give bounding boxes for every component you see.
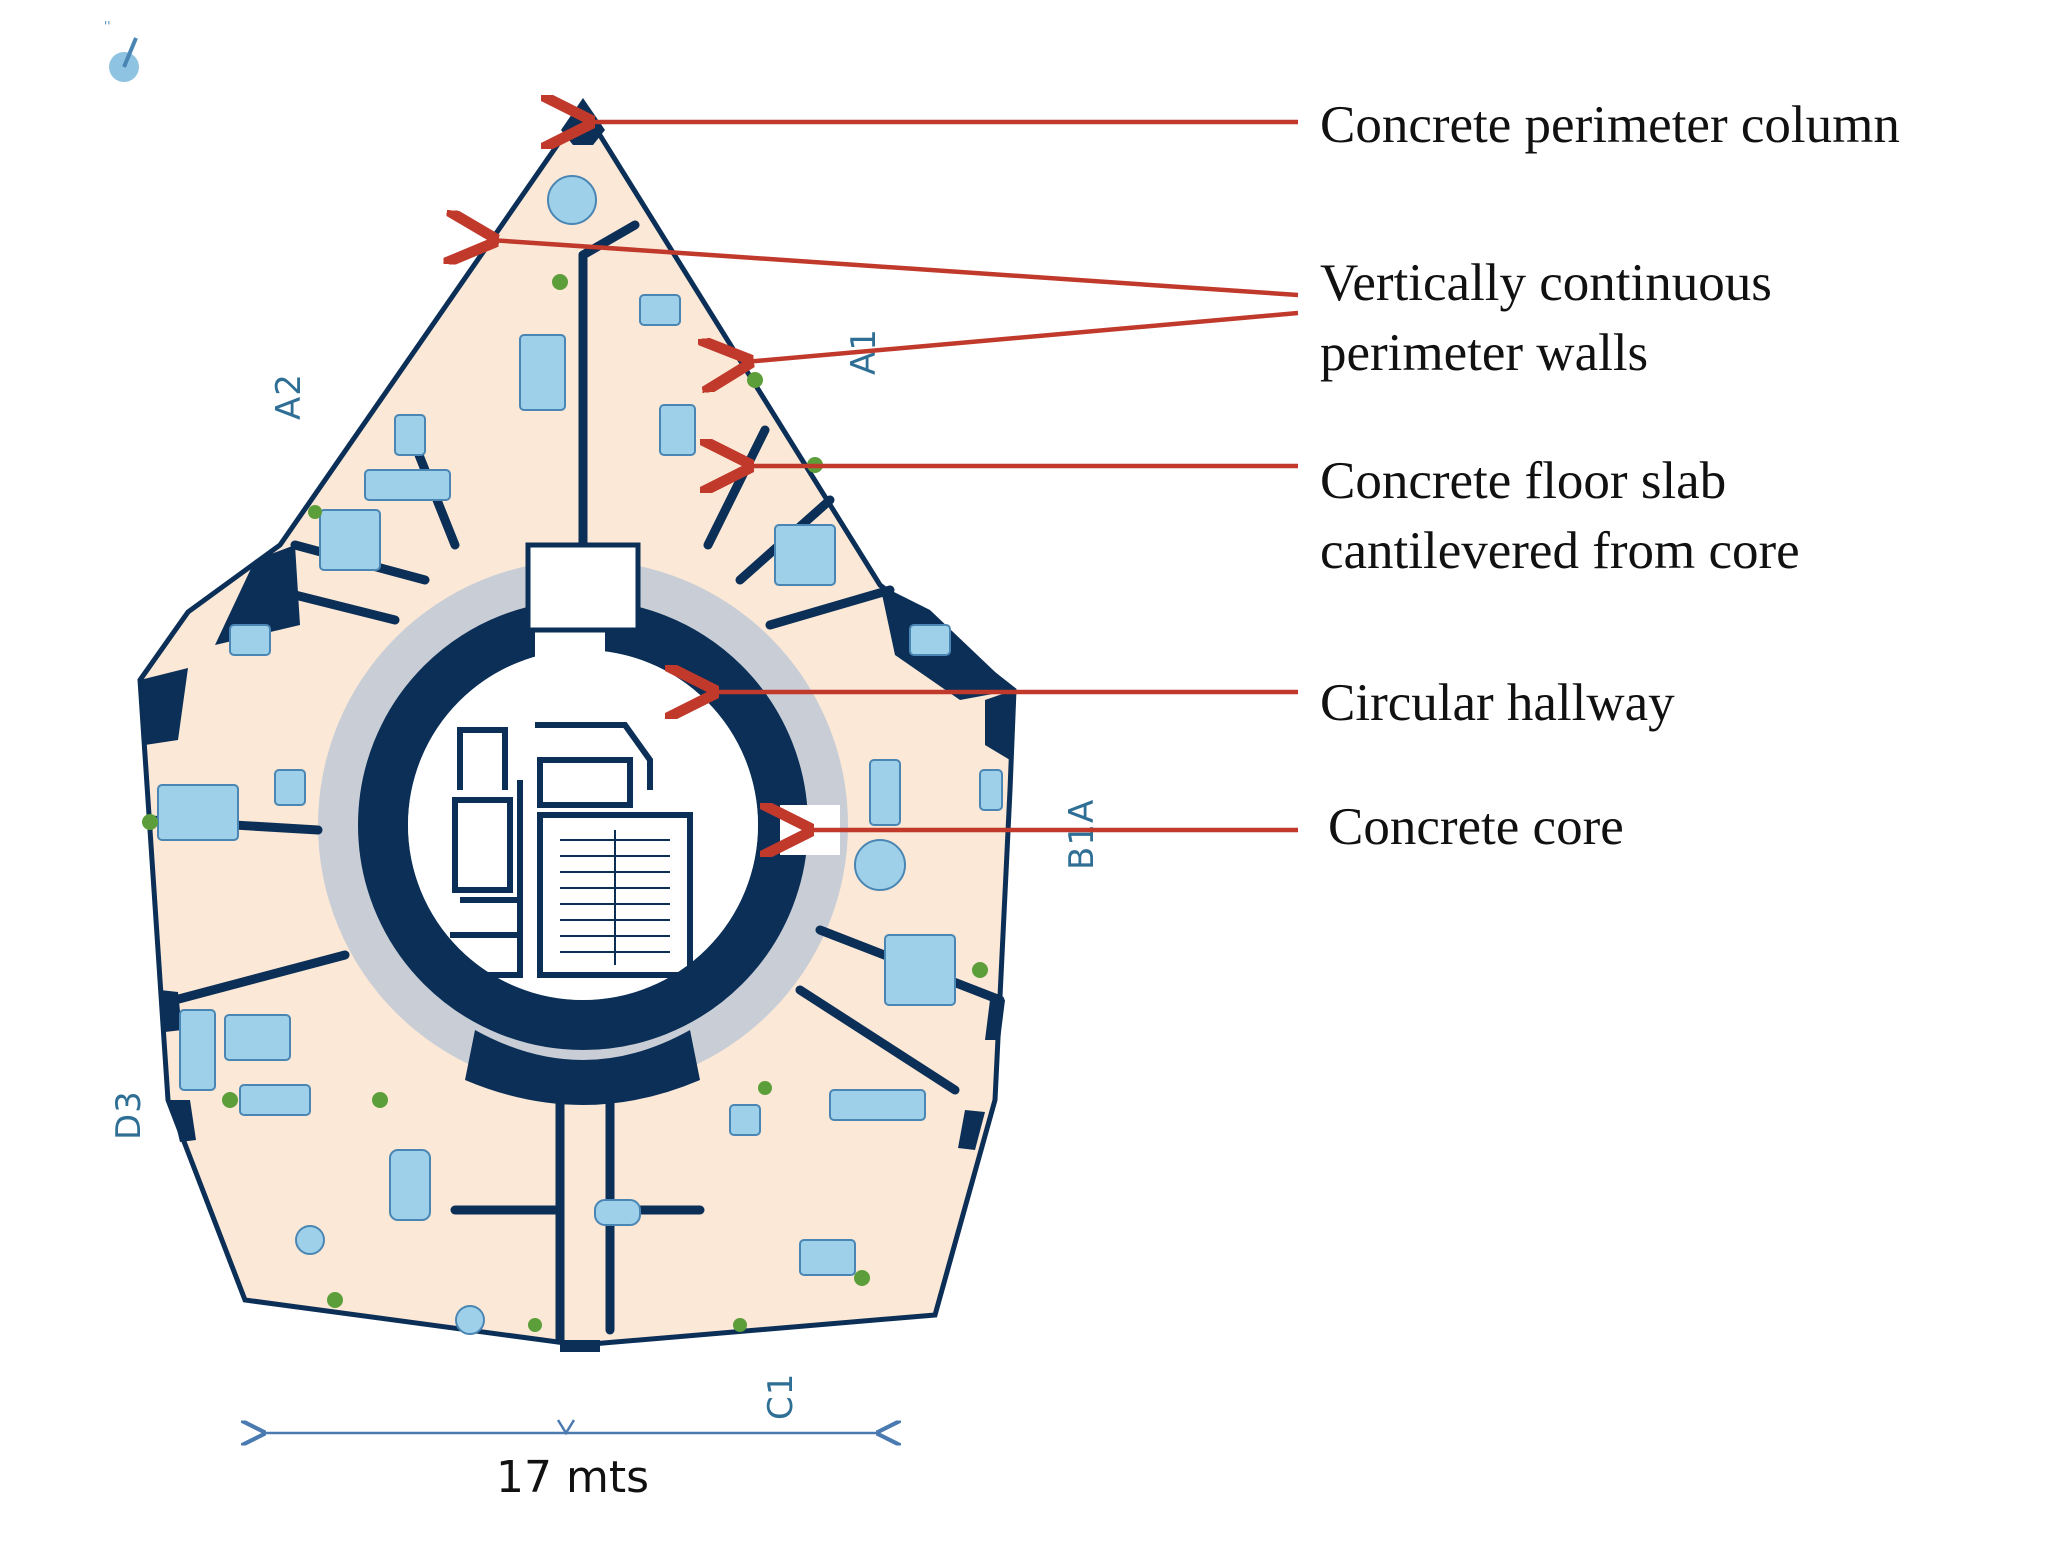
callout-floor-slab: Concrete floor slab cantilevered from co… (1320, 446, 1800, 586)
callout-concrete-core: Concrete core (1328, 792, 1624, 862)
callout-arrows (490, 122, 1299, 830)
dimension-line (262, 1419, 880, 1433)
callout-line: cantilevered from core (1320, 522, 1800, 580)
callout-perimeter-walls: Vertically continuous perimeter walls (1320, 248, 1772, 388)
stair-icon (560, 830, 670, 965)
core-internals (450, 722, 693, 978)
callout-perimeter-column: Concrete perimeter column (1320, 90, 1900, 160)
callout-circular-hallway: Circular hallway (1320, 668, 1675, 738)
callout-line: Concrete core (1328, 798, 1624, 856)
unit-label-d3: D3 (109, 1090, 149, 1140)
arrow-perimeter-wall-right (745, 310, 1299, 362)
perimeter-walls (140, 545, 1014, 1352)
dimension-label: 17 mts (496, 1452, 650, 1503)
callout-line: perimeter walls (1320, 324, 1649, 382)
unit-label-a2: A2 (269, 373, 309, 420)
unit-label-c1: C1 (761, 1373, 801, 1420)
arrow-perimeter-wall-left (490, 240, 1299, 298)
svg-text:'': '' (104, 19, 111, 33)
callout-line: Vertically continuous (1320, 254, 1772, 312)
unit-label-b1a: B1A (1062, 799, 1102, 870)
compass-icon: '' (104, 19, 139, 82)
furniture (157, 175, 1003, 1335)
callout-line: Concrete perimeter column (1320, 96, 1900, 154)
callout-line: Concrete floor slab (1320, 452, 1727, 510)
callout-line: Circular hallway (1320, 674, 1675, 732)
